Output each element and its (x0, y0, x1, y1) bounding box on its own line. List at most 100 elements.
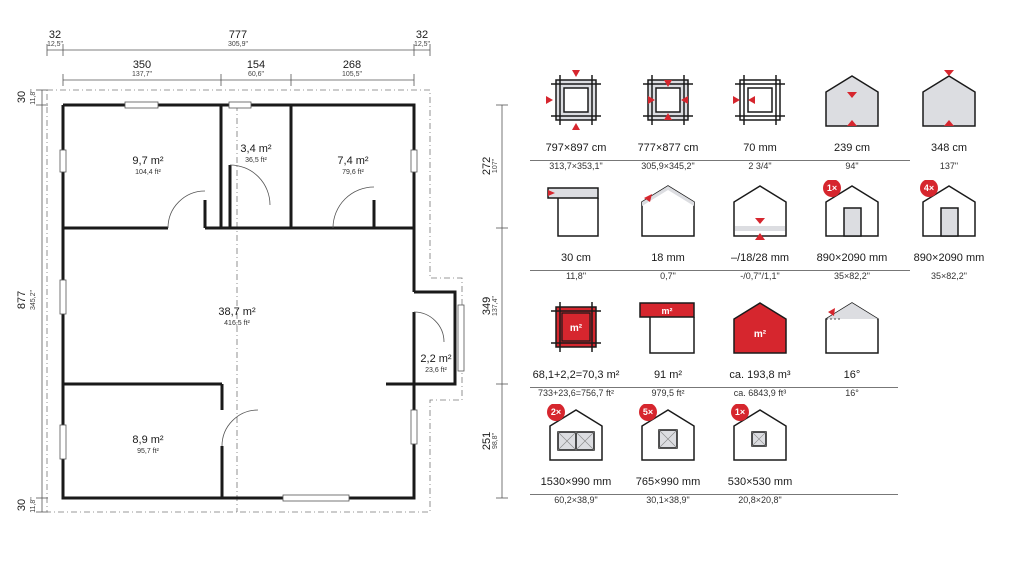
spec-main: 68,1+2,2=70,3 m² (532, 369, 620, 381)
badge-count: 5× (643, 407, 653, 417)
room-1-area-sub: 104,4 ft² (135, 169, 161, 176)
spec-sec: 35×82,2" (834, 271, 870, 281)
dim-bottom-margin-sub: 11,8" (30, 497, 37, 513)
spec-sec: 733+23,6=756,7 ft² (537, 388, 615, 398)
spec-main: 777×877 cm (637, 142, 699, 154)
spec-sec: 979,5 ft² (651, 388, 685, 398)
spec-main: –/18/28 mm (730, 252, 790, 264)
ridge-height-icon (922, 70, 976, 127)
dim-left-margin-sub: 12,5" (47, 41, 64, 48)
dim-overall-width-sub: 305,9" (228, 41, 249, 48)
room-1-area: 9,7 m² (132, 155, 164, 167)
spec-sec: 20,8×20,8" (738, 495, 782, 505)
spec-sec: 0,7" (660, 271, 676, 281)
spec-main: 348 cm (930, 142, 968, 154)
spec-sec: 2 3/4" (748, 161, 772, 171)
wall-height-icon (825, 75, 879, 127)
room-5-area: 2,2 m² (420, 353, 452, 365)
spec-sec: 313,7×353,1" (549, 161, 603, 171)
badge-count: 4× (924, 183, 934, 193)
spec-sec: 60,2×38,9" (554, 495, 598, 505)
spec-main: 797×897 cm (545, 142, 607, 154)
dim-top-margin-sub: 11,8" (30, 89, 37, 105)
spec-roof-board: 18 mm 0,7" (622, 170, 714, 281)
dim-right-seg3-sub: 98,8" (492, 432, 499, 449)
spec-outer-dimensions: 797×897 cm 313,7×353,1" (530, 60, 622, 171)
spec-sec: ca. 6843,9 ft³ (733, 388, 787, 398)
roof-pitch-icon (825, 302, 879, 354)
spec-sec: 35×82,2" (931, 271, 967, 281)
badge-unit: m² (754, 329, 767, 340)
spec-sec: -/0,7"/1,1" (740, 271, 780, 281)
spec-main: 16° (843, 369, 861, 381)
spec-sec: 16° (845, 388, 859, 398)
spec-wall-thickness: 70 mm 2 3/4" (714, 60, 806, 171)
dim-right-margin-sub: 12,5" (414, 41, 431, 48)
outer-dimensions-icon (546, 70, 601, 130)
spec-sec: 137" (939, 161, 959, 171)
spec-main: 239 cm (833, 142, 871, 154)
dim-top-margin: 30 (16, 91, 28, 103)
badge-unit: m² (570, 323, 583, 334)
volume-icon: m² (733, 302, 787, 354)
double-window-icon: 2× (547, 404, 603, 461)
room-5-area-sub: 23,6 ft² (425, 367, 447, 374)
spec-roof-pitch: 16° 16° (806, 287, 898, 398)
dim-right-seg3: 251 (481, 432, 493, 450)
badge-count: 1× (735, 407, 745, 417)
spec-sec: 305,9×345,2" (641, 161, 695, 171)
dim-overall-depth-sub: 345,2" (30, 289, 37, 310)
dim-seg2: 154 (247, 59, 265, 71)
dim-seg3: 268 (343, 59, 361, 71)
spec-main: 765×990 mm (635, 476, 701, 488)
spec-sec: 11,8" (565, 271, 587, 281)
spec-main: 890×2090 mm (816, 252, 888, 264)
room-2-area-sub: 36,5 ft² (245, 157, 267, 164)
dim-right-seg1-sub: 107" (492, 158, 499, 173)
spec-volume: m² ca. 193,8 m³ ca. 6843,9 ft³ (714, 287, 806, 398)
spec-main: 18 mm (651, 252, 685, 264)
spec-sec: 30,1×38,9" (646, 495, 690, 505)
spec-floor-area: m² 68,1+2,2=70,3 m² 733+23,6=756,7 ft² (530, 287, 622, 398)
spec-roof-overhang: 30 cm 11,8" (530, 170, 622, 281)
dim-seg3-sub: 105,5" (342, 71, 363, 78)
dim-right-seg1: 272 (481, 157, 493, 175)
dim-seg1-sub: 137,7" (132, 71, 153, 78)
spec-window: 5× 765×990 mm 30,1×38,9" (622, 394, 714, 505)
dim-left-margin: 32 (49, 29, 61, 41)
room-4-area: 38,7 m² (218, 306, 256, 318)
spec-floor-board: –/18/28 mm -/0,7"/1,1" (714, 170, 806, 281)
wall-thickness-icon (733, 75, 785, 125)
spec-main: 1530×990 mm (540, 476, 612, 488)
floor-plan: 32 12,5" 777 305,9" 32 12,5" 350 137,7" … (16, 29, 508, 513)
spec-main: ca. 193,8 m³ (729, 369, 791, 381)
wall-dimensions-icon (643, 75, 693, 125)
spec-wall-dimensions: 777×877 cm 305,9×345,2" (622, 60, 714, 171)
dim-bottom-margin: 30 (16, 499, 28, 511)
room-4-area-sub: 416,5 ft² (224, 320, 250, 327)
dim-overall-width: 777 (229, 29, 247, 41)
badge-count: 2× (551, 407, 561, 417)
spec-single-door: 1× 890×2090 mm 35×82,2" (806, 170, 898, 281)
badge-count: 1× (827, 183, 837, 193)
dim-right-margin: 32 (416, 29, 428, 41)
spec-roof-area: m² 91 m² 979,5 ft² (622, 287, 714, 398)
door-icon: 4× (920, 180, 976, 237)
small-window-icon: 1× (731, 404, 787, 461)
divider (530, 270, 910, 271)
roof-overhang-icon (547, 187, 599, 237)
spec-small-window: 1× 530×530 mm 20,8×20,8" (714, 394, 806, 505)
dim-seg1: 350 (133, 59, 151, 71)
spec-double-window: 2× 1530×990 mm 60,2×38,9" (530, 394, 622, 505)
room-6-area: 8,9 m² (132, 434, 164, 446)
spec-wall-height: 239 cm 94" (806, 60, 898, 171)
dim-right-seg2: 349 (481, 297, 493, 315)
spec-door: 4× 890×2090 mm 35×82,2" (903, 170, 995, 281)
spec-main: 30 cm (561, 252, 591, 264)
roof-area-icon: m² (639, 302, 695, 354)
badge-unit: m² (662, 306, 673, 316)
dim-seg2-sub: 60,6" (248, 71, 265, 78)
room-6-area-sub: 95,7 ft² (137, 448, 159, 455)
floor-board-icon (733, 185, 787, 240)
spec-ridge-height-col: 348 cm 137" (903, 60, 995, 171)
